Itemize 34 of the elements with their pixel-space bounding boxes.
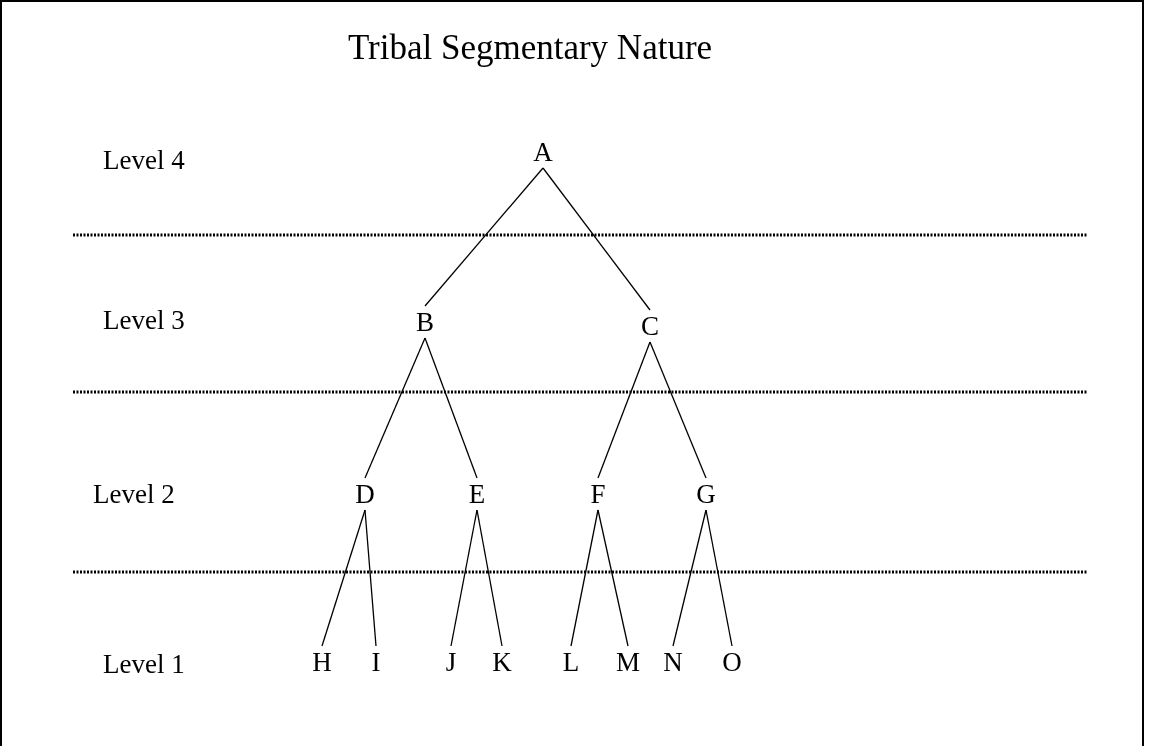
branch-line [649,341,707,479]
level-label: Level 1 [103,648,185,680]
level-label: Level 3 [103,304,185,336]
level-label: Level 4 [103,144,185,176]
branch-line [424,337,478,479]
branch-line [364,337,426,479]
segment-letter: A [528,136,558,168]
branch-line [476,509,503,647]
branch-line [450,509,478,647]
branch-line [672,509,707,647]
branch-line [705,509,733,647]
segment-letter: J [436,646,466,678]
branch-line [542,167,651,311]
segment-letter: D [350,478,380,510]
branch-line [364,509,377,647]
branch-line [424,167,544,307]
segment-letter: E [462,478,492,510]
segment-letter: L [556,646,586,678]
segment-letter: B [410,306,440,338]
segment-letter: O [717,646,747,678]
level-label: Level 2 [93,478,175,510]
segment-letter: N [658,646,688,678]
segment-letter: K [487,646,517,678]
title: Tribal Segmentary Nature [346,28,714,68]
segment-letter: F [583,478,613,510]
branch-line [570,509,599,647]
segment-letter: C [635,310,665,342]
segment-letter: M [613,646,643,678]
branch-line [597,341,651,479]
segment-letter: G [691,478,721,510]
segment-letter: I [361,646,391,678]
branch-line [597,509,629,647]
branch-line [321,509,366,647]
segment-letter: H [307,646,337,678]
